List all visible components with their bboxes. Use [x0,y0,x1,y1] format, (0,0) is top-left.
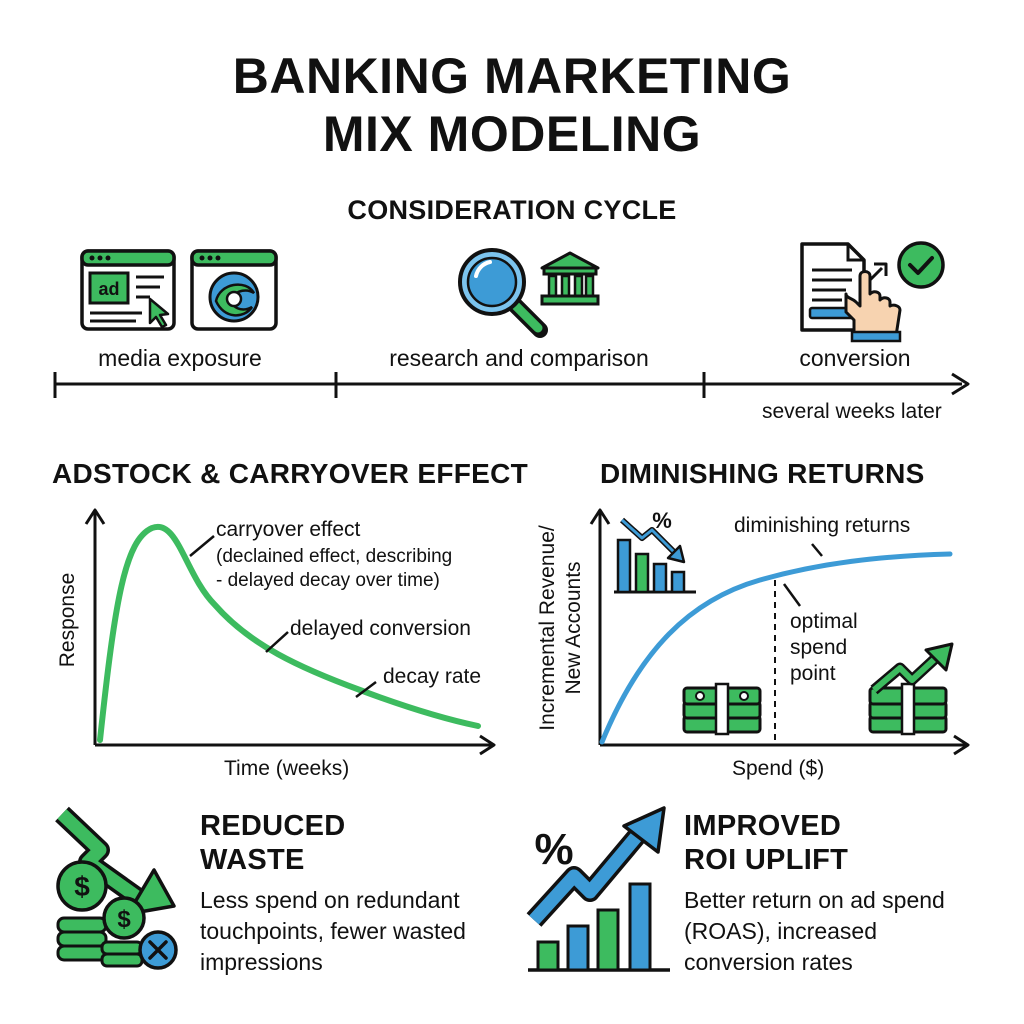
diminishing-ylabel-2: New Accounts [562,561,585,695]
benefit-2-desc-1: Better return on ad spend [684,887,945,913]
benefit-1-desc-1: Less spend on redundant [200,887,460,913]
pct-symbol: % [652,508,672,533]
annot-decay-rate: decay rate [383,665,482,688]
benefit-1-desc-3: impressions [200,949,323,975]
diminishing-heading: DIMINISHING RETURNS [600,458,925,489]
coin-dollar-2: $ [117,906,131,933]
coin-dollar-1: $ [74,871,90,902]
annot-carryover: carryover effect [216,518,361,541]
annot-carryover-sub-1: (declained effect, describing [216,546,453,567]
annot-diminishing: diminishing returns [734,514,911,537]
stage-research: research and comparison [389,345,649,371]
diminishing-xlabel: Spend ($) [732,757,825,780]
benefit-1-desc-2: touchpoints, fewer wasted [200,918,466,944]
adstock-heading: ADSTOCK & CARRYOVER EFFECT [52,458,529,489]
annot-carryover-sub-2: - delayed decay over time) [216,570,440,591]
timing-note: several weeks later [762,400,942,423]
magnifier-icon [458,248,548,338]
cycle-heading: CONSIDERATION CYCLE [347,195,677,225]
benefit-2-title-1: IMPROVED [684,810,842,842]
stage-conversion: conversion [799,345,911,371]
browser-logo-icon [190,249,278,331]
coins-down-arrow-icon: $ $ [55,806,178,970]
ad-label: ad [98,279,119,299]
diminishing-returns-curve [599,551,953,745]
adstock-response-curve [97,523,481,743]
rising-bars-arrow-icon: % [526,806,670,972]
benefit-2-title-2: ROI UPLIFT [684,844,849,876]
ad-browser-icon: ad [80,249,176,331]
annot-optimal-1: optimal [790,610,858,633]
benefit-1-title-1: REDUCED [200,810,346,842]
money-growth-icon [868,642,954,736]
diminishing-ylabel-1: Incremental Revenue/ [536,525,559,731]
benefit-1-title-2: WASTE [200,844,305,876]
title-line-2: MIX MODELING [322,106,702,162]
adstock-xlabel: Time (weeks) [224,757,350,780]
check-circle-icon [897,241,945,289]
percent-icon: % [534,825,573,874]
money-stack-icon [682,682,762,736]
annot-optimal-3: point [790,662,836,685]
benefit-2-desc-3: conversion rates [684,949,853,975]
falling-bars-icon: % [614,508,696,594]
bank-icon [540,251,600,306]
timeline-arrow [53,372,970,398]
title-line-1: BANKING MARKETING [232,48,792,104]
stage-media-exposure: media exposure [98,345,262,371]
annot-delayed-conversion: delayed conversion [290,617,471,640]
annot-optimal-2: spend [790,636,848,659]
document-hand-icon [800,242,902,343]
benefit-2-desc-2: (ROAS), increased [684,918,878,944]
